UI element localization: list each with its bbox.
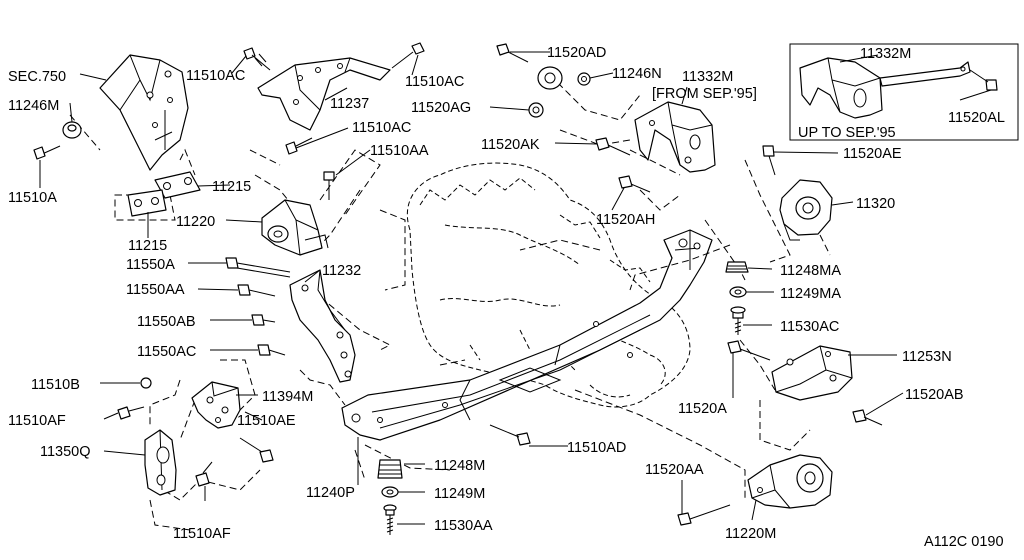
label-11550aa: 11550AA [126, 282, 185, 298]
bracket-sec750 [99, 54, 189, 171]
label-11510ae: 11510AE [237, 413, 296, 429]
label-11510aa: 11510AA [370, 143, 429, 159]
label-11394m: 11394M [262, 389, 313, 405]
center-member-11240p [341, 229, 713, 441]
label-11550ac: 11550AC [137, 344, 196, 360]
bracket-11394m [191, 381, 241, 429]
label-11520aa: 11520AA [645, 462, 704, 478]
mount-11220 [261, 199, 329, 256]
label-11248m: 11248M [434, 458, 485, 474]
label-11246n: 11246N [612, 66, 662, 82]
bracket-11253n [771, 345, 853, 401]
label-11510af-lower: 11510AF [173, 526, 231, 542]
collar-11520ag [528, 102, 544, 118]
label-11520ag: 11520AG [411, 100, 471, 116]
bracket-11332m [634, 101, 716, 173]
label-11550ab: 11550AB [137, 314, 196, 330]
nut-11246n [577, 72, 591, 86]
plates-11215 [127, 171, 201, 217]
label-11510ac-top-right: 11510AC [405, 74, 464, 90]
label-from-sep95: [FROM SEP.'95] [652, 86, 757, 102]
label-11520a: 11520A [678, 401, 727, 417]
bolt-11510a [33, 145, 61, 160]
label-11332m-inset: 11332M [860, 46, 911, 62]
label-11350q: 11350Q [40, 444, 91, 460]
label-11232: 11232 [322, 263, 361, 279]
bracket-11232 [289, 269, 356, 383]
label-11332m: 11332M [682, 69, 733, 85]
label-11237: 11237 [330, 96, 369, 112]
label-11520ae: 11520AE [843, 146, 902, 162]
label-11520ah: 11520AH [596, 212, 655, 228]
label-11510ad: 11510AD [567, 440, 626, 456]
label-11246m: 11246M [8, 98, 59, 114]
mount-11320 [779, 179, 833, 241]
label-11520al: 11520AL [948, 110, 1005, 126]
label-11530ac: 11530AC [780, 319, 839, 335]
label-11550a: 11550A [126, 257, 175, 273]
label-11249ma: 11249MA [780, 286, 841, 302]
label-11240p: 11240P [306, 485, 355, 501]
label-11215-lower: 11215 [128, 238, 167, 254]
label-11215-upper: 11215 [212, 179, 251, 195]
mount-11350q [144, 429, 177, 496]
bolts-and-leaders [39, 42, 998, 526]
label-up-to-sep95: UP TO SEP.'95 [798, 125, 896, 141]
mount-11220m [747, 454, 833, 509]
label-11530aa: 11530AA [434, 518, 493, 534]
label-11510a: 11510A [8, 190, 57, 206]
inset-up-to-sep95 [789, 43, 1019, 141]
stack-11248ma [725, 261, 749, 335]
washer-11246m [62, 121, 82, 139]
label-11253n: 11253N [902, 349, 952, 365]
label-sec750: SEC.750 [8, 69, 66, 85]
label-11510af-upper: 11510AF [8, 413, 66, 429]
label-11220: 11220 [176, 214, 215, 230]
bushing-11520ad [537, 66, 563, 90]
label-11520ak: 11520AK [481, 137, 540, 153]
part-labels: SEC.750 11246M 11510A 11510AC 11237 1151… [8, 45, 1005, 550]
label-11510b: 11510B [31, 377, 80, 393]
bracket-11237 [257, 57, 391, 131]
label-11510ac-top-left: 11510AC [186, 68, 245, 84]
label-11248ma: 11248MA [780, 263, 841, 279]
drawing-code: A112C 0190 [924, 534, 1004, 550]
stack-11248m [377, 459, 403, 535]
label-11220m: 11220M [725, 526, 776, 542]
label-11510ac-middle: 11510AC [352, 120, 411, 136]
label-11520ab: 11520AB [905, 387, 964, 403]
label-11249m: 11249M [434, 486, 485, 502]
label-11520ad: 11520AD [547, 45, 606, 61]
label-11320: 11320 [856, 196, 895, 212]
